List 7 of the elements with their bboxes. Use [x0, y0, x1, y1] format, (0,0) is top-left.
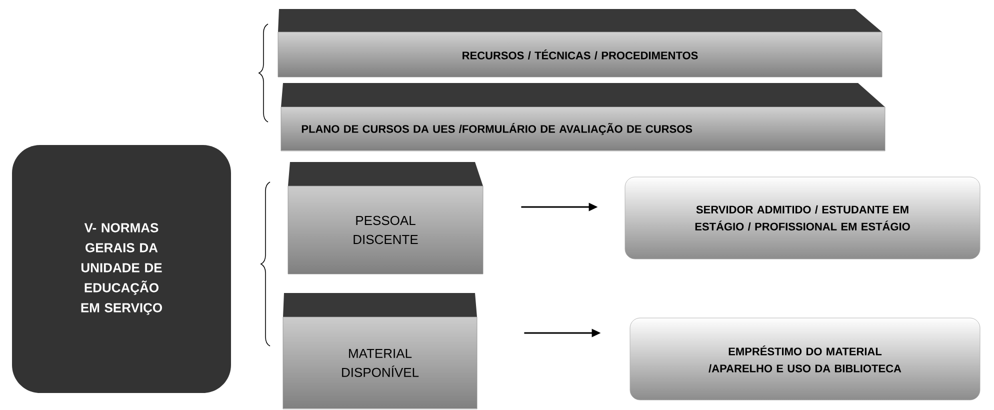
rounded-box: SERVIDOR ADMITIDO / ESTUDANTE EM ESTÁGIO / PROFISSIONAL EM ESTÁGIO	[624, 176, 980, 260]
rounded-box: EMPRÉSTIMO DO MATERIAL /APARELHO E USO DA BIBLIOTECA	[630, 318, 980, 400]
bevel-box: PESSOAL DISCENTE	[288, 162, 484, 274]
bevel-box: MATERIAL DISPONÍVEL	[282, 293, 478, 410]
heading-box: V- NORMAS GERAIS DA UNIDADE DE EDUCAÇÃO EM SERVIÇO	[12, 145, 231, 393]
bevel-box: RECURSOS / TÉCNICAS / PROCEDIMENTOS	[278, 9, 882, 78]
bevel-box: PLANO DE CURSOS DA UES /FORMULÁRIO DE AVALIAÇÃO DE CURSOS	[280, 83, 886, 152]
